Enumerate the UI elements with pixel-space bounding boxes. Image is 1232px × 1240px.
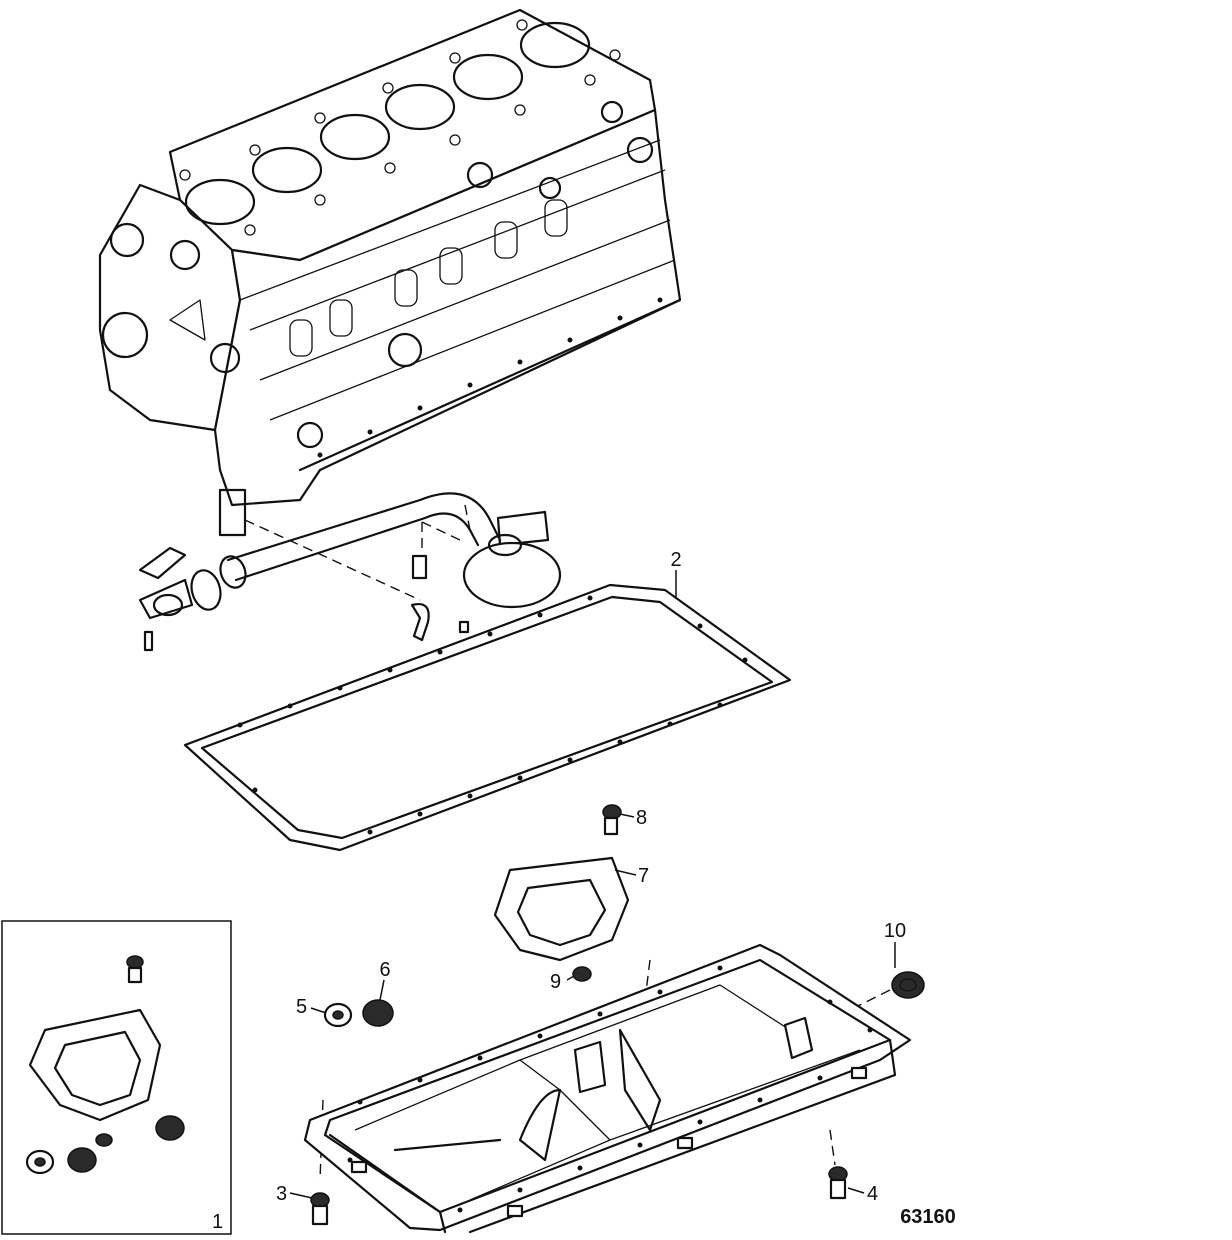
figure-reference-number: 63160 — [900, 1206, 956, 1228]
callout-8: 8 — [636, 807, 647, 829]
plug-item-6 — [362, 999, 394, 1027]
inset-bolt — [126, 955, 144, 984]
inset-gasket — [28, 1008, 162, 1122]
deck-bolt-holes — [179, 19, 621, 236]
oil-pan-gasket — [183, 583, 792, 852]
inset-plug-small — [95, 1133, 113, 1147]
gasket-bolt-holes — [237, 595, 748, 835]
callout-3: 3 — [276, 1183, 287, 1205]
inset-fitting — [25, 1149, 55, 1175]
inset-plug-large — [155, 1115, 185, 1141]
oil-pickup-tube — [138, 492, 562, 652]
bolt-item-3 — [310, 1192, 330, 1226]
callout-6: 6 — [379, 959, 390, 981]
access-cover-gasket — [493, 856, 630, 962]
engine-block — [98, 8, 682, 537]
plug-item-10 — [891, 971, 925, 999]
rail-bolts — [317, 297, 663, 458]
callout-2: 2 — [670, 549, 681, 571]
bolt-item-4 — [828, 1166, 848, 1200]
bolt-item-8 — [602, 804, 622, 836]
leader-lines — [289, 570, 896, 1199]
callout-7: 7 — [638, 865, 649, 887]
callout-5: 5 — [296, 996, 307, 1018]
callout-10: 10 — [884, 920, 906, 942]
cylinder-bore — [184, 21, 591, 226]
fitting-item-5 — [323, 1002, 353, 1028]
oil-pan — [303, 943, 912, 1234]
callout-4: 4 — [867, 1183, 878, 1205]
kit-inset — [1, 920, 232, 1235]
plug-item-9 — [572, 966, 592, 982]
callout-1: 1 — [212, 1211, 223, 1233]
callout-9: 9 — [550, 971, 561, 993]
inset-plug — [67, 1147, 97, 1173]
block-side-features — [289, 100, 654, 449]
